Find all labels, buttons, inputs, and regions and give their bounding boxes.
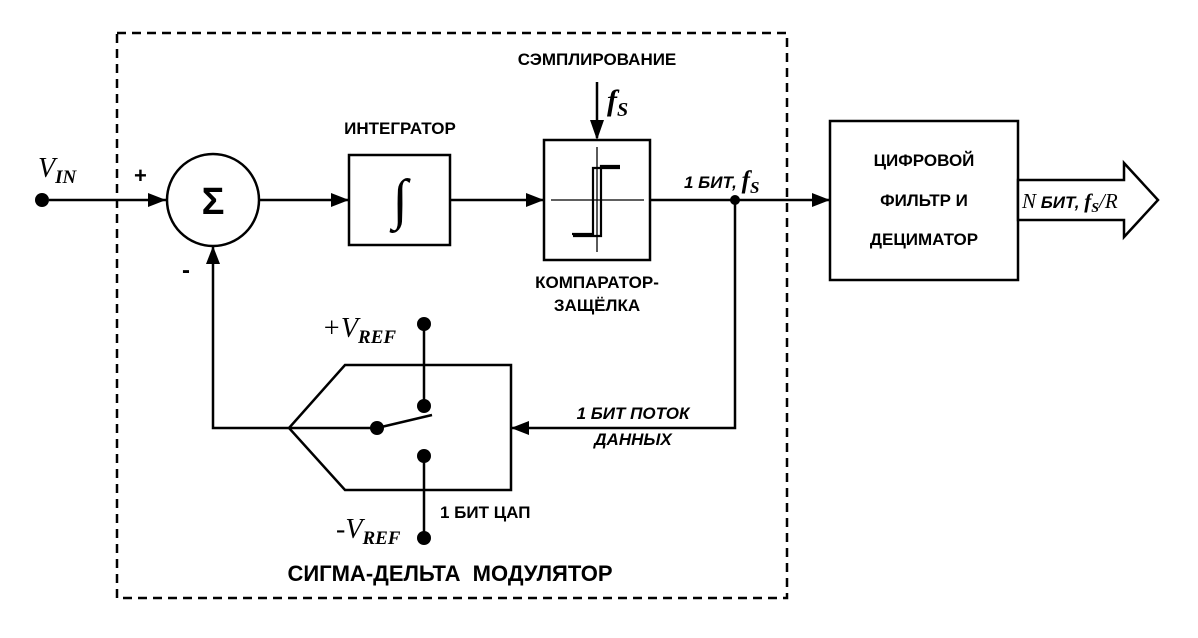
dac-switch: [289, 317, 433, 545]
dac-input-arrow: [511, 421, 529, 435]
integrator-block: [347, 153, 452, 247]
vin-terminal: [35, 193, 49, 207]
vref-neg-label: -VREF: [336, 514, 401, 549]
bitstream-feedback-wire: [511, 200, 737, 430]
digital-filter-block: [828, 119, 1020, 282]
comparator-input-arrow: [526, 193, 544, 207]
input-arrow: [148, 193, 166, 207]
modulator-boundary: [115, 31, 789, 600]
filter-label-line1: ЦИФРОВОЙ: [874, 151, 975, 170]
output-bus-arrow: [1016, 159, 1160, 241]
bitstream-label-line1: 1 БИТ ПОТОК: [577, 404, 691, 423]
vin-label: VIN: [38, 153, 78, 188]
bitstream-label-line2: ДАННЫХ: [592, 430, 673, 449]
minus-sign: -: [182, 257, 190, 284]
modulator-title: СИГМА-ДЕЛЬТА МОДУЛЯТОР: [287, 561, 612, 586]
sampling-label: СЭМПЛИРОВАНИЕ: [518, 50, 677, 69]
sampling-arrow: [590, 120, 604, 140]
dac-to-sum-wire: [211, 246, 289, 430]
integral-symbol: ∫: [389, 169, 411, 234]
plus-sign: +: [134, 163, 147, 188]
one-bit-fs-label: 1 БИТ, fS: [684, 167, 759, 197]
integrator-input-arrow: [331, 193, 349, 207]
filter-label-line2: ФИЛЬТР И: [880, 191, 968, 210]
filter-label-line3: ДЕЦИМАТОР: [870, 230, 978, 249]
sum-feedback-arrow: [206, 246, 220, 264]
vref-pos-label: +VREF: [322, 313, 396, 348]
hysteresis-icon: [551, 147, 644, 252]
filter-input-arrow: [812, 193, 830, 207]
output-label: N БИТ, fS/R: [1021, 189, 1118, 216]
sampling-fs-label: fS: [607, 84, 628, 121]
comparator-label-line1: КОМПАРАТОР-: [535, 273, 659, 292]
comparator-label-line2: ЗАЩЁЛКА: [554, 296, 640, 315]
dac-block: [287, 363, 513, 492]
integrator-label: ИНТЕГРАТОР: [344, 119, 456, 138]
sigma-symbol: Σ: [202, 181, 225, 223]
dac-label: 1 БИТ ЦАП: [440, 503, 530, 522]
